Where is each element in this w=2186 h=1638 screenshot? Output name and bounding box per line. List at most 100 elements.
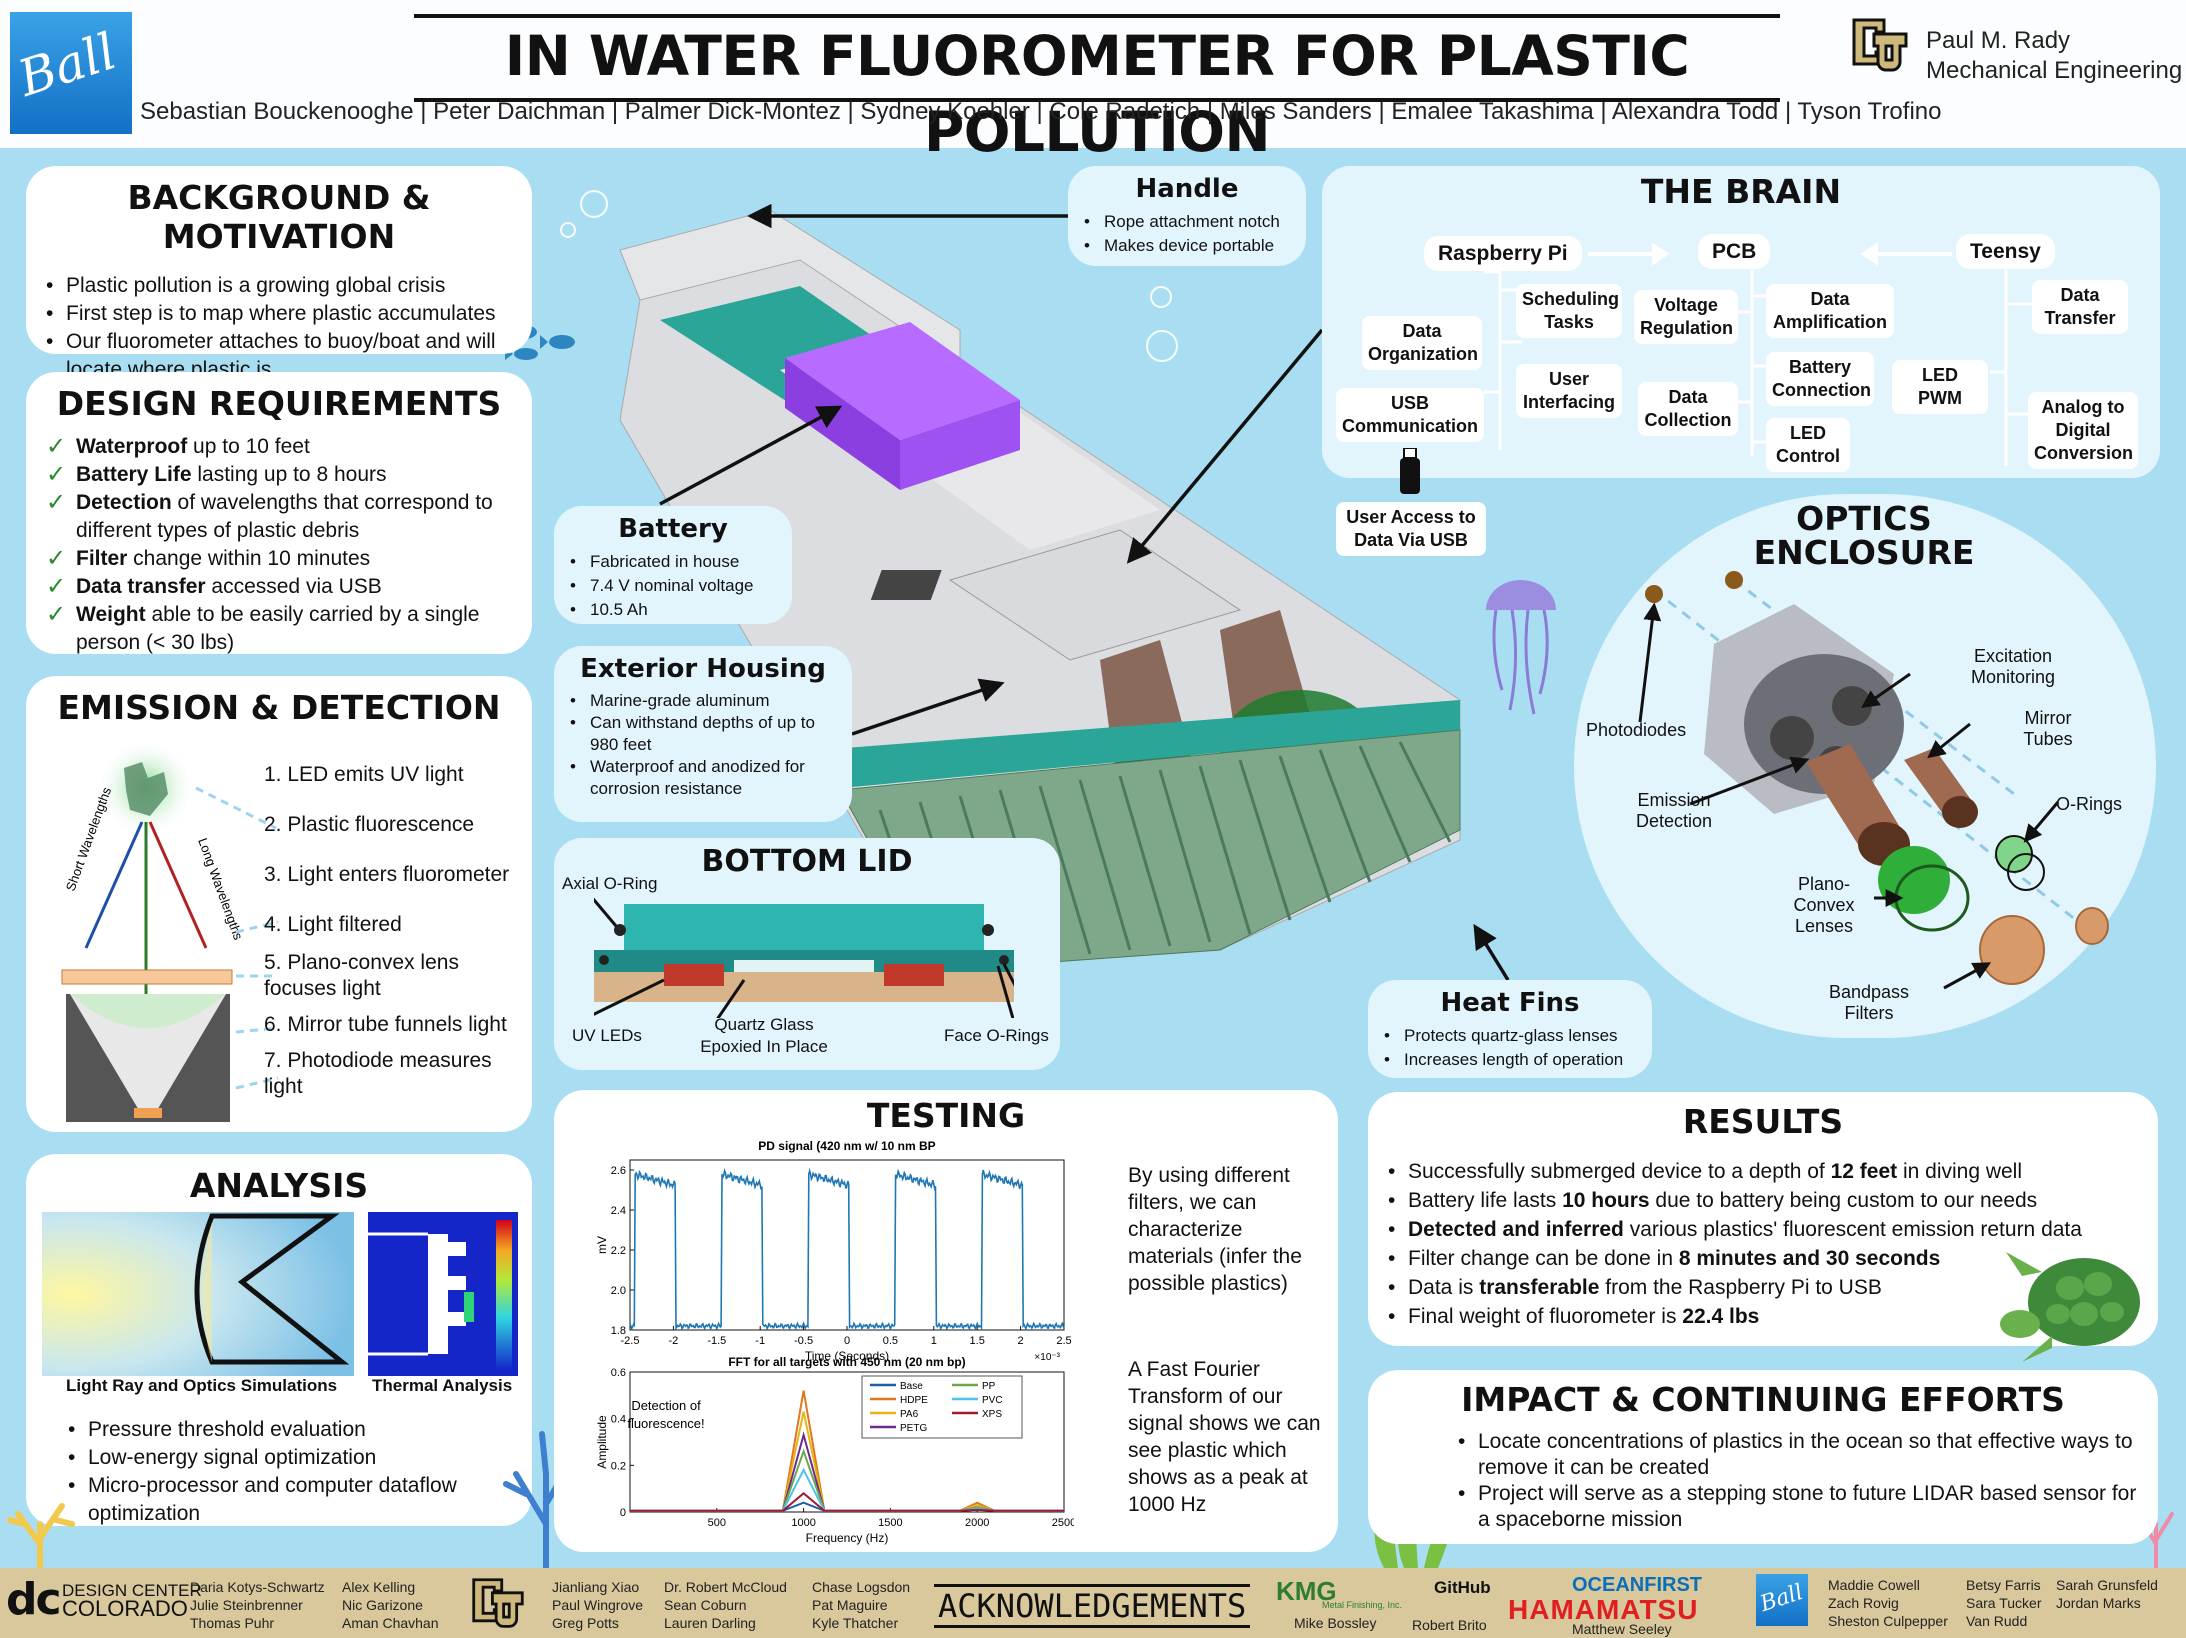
list-item: ✓Waterproof up to 10 feet: [46, 433, 310, 460]
acknowledgements-title: ACKNOWLEDGEMENTS: [934, 1584, 1251, 1628]
plot-frame: [629, 1371, 1065, 1513]
list-item: 10.5 Ah: [568, 598, 782, 622]
x-tick-label: -1: [755, 1335, 765, 1347]
optics-card: OPTICS ENCLOSURE Photodiodes Excitation …: [1574, 494, 2156, 1038]
list-item: Plastic pollution is a growing global cr…: [44, 272, 514, 300]
header: Ball IN WATER FLUOROMETER FOR PLASTIC PO…: [0, 0, 2186, 164]
y-tick-label: 0.6: [611, 1367, 626, 1379]
emission-card: EMISSION & DETECTION Short Wavelengths L…: [26, 676, 532, 1132]
series-line-pvc: [630, 1467, 1064, 1512]
legend-label: XPS: [982, 1409, 1002, 1420]
list-item: Increases length of operation: [1382, 1048, 1642, 1072]
results-list: Successfully submerged device to a depth…: [1386, 1157, 2138, 1331]
short-wavelengths-label: Short Wavelengths: [63, 785, 115, 893]
user-access-node: User Access to Data Via USB: [1336, 502, 1486, 556]
data-collection-node: Data Collection: [1638, 382, 1738, 436]
list-item: Data is transferable from the Raspberry …: [1386, 1273, 2138, 1302]
orings-label: O-Rings: [2056, 794, 2123, 814]
analysis-card: ANALYSIS Light Ray and Optics Simulation…: [26, 1154, 532, 1526]
ball-logo: Ball: [10, 12, 132, 134]
thermal-analysis-image: [368, 1212, 518, 1376]
y-tick-label: 2.2: [611, 1245, 626, 1257]
x-tick-label: -1.5: [707, 1335, 726, 1347]
list-item: Protects quartz-glass lenses: [1382, 1024, 1642, 1048]
check-icon: ✓: [46, 573, 67, 600]
led-control-node: LED Control: [1766, 418, 1850, 472]
design-center-logo: dc: [6, 1574, 62, 1625]
authors: Sebastian Bouckenooghe | Peter Daichman …: [140, 98, 1942, 125]
teensy-node: Teensy: [1956, 234, 2055, 269]
list-item: Final weight of fluorometer is 22.4 lbs: [1386, 1302, 2138, 1331]
quartz-glass-label: Quartz Glass Epoxied In Place: [700, 1015, 828, 1056]
excitation-label: Excitation Monitoring: [1970, 646, 2056, 687]
testing-title: TESTING: [866, 1096, 1026, 1135]
y-tick-label: 2.4: [611, 1205, 626, 1217]
legend-label: PA6: [900, 1409, 919, 1420]
raspberry-pi-node: Raspberry Pi: [1424, 236, 1582, 271]
impact-title: IMPACT & CONTINUING EFFORTS: [1461, 1380, 2065, 1419]
battery-card: Battery Fabricated in house 7.4 V nomina…: [554, 506, 792, 624]
list-item: Makes device portable: [1082, 234, 1296, 258]
list-item: 2. Plastic fluorescence: [264, 813, 475, 836]
check-icon: ✓: [46, 601, 67, 628]
oceanfirst-logo: OCEANFIRST: [1572, 1574, 1702, 1596]
analysis-title: ANALYSIS: [189, 1166, 369, 1205]
jellyfish-icon: [1486, 580, 1556, 715]
user-interfacing-node: User Interfacing: [1516, 364, 1622, 418]
legend-label: Base: [900, 1381, 923, 1392]
list-item: 6. Mirror tube funnels light: [264, 1013, 507, 1036]
x-tick-label: -0.5: [794, 1335, 813, 1347]
legend-label: PP: [982, 1381, 996, 1392]
heat-fins-title: Heat Fins: [1440, 988, 1580, 1018]
impact-list: Locate concentrations of plastics in the…: [1456, 1429, 2138, 1533]
list-item: ✓Battery Life lasting up to 8 hours: [46, 461, 387, 488]
x-tick-label: 2500: [1052, 1517, 1074, 1529]
y-axis-label: mV: [595, 1236, 609, 1254]
x-axis-exponent: ×10⁻³: [1034, 1352, 1060, 1363]
list-item: 5. Plano-convex lens focuses light: [264, 951, 459, 1000]
long-wavelengths-label: Long Wavelengths: [195, 836, 246, 942]
series-line-base: [630, 1501, 1064, 1512]
optics-title: OPTICS ENCLOSURE: [1753, 499, 1975, 572]
x-tick-label: -2.5: [621, 1335, 640, 1347]
list-item: ✓Detection of wavelengths that correspon…: [46, 489, 493, 542]
bottom-lid-card: BOTTOM LID Axial O-Ring UV LEDs Quartz G…: [554, 838, 1060, 1070]
results-card: RESULTS Successfully submerged device to…: [1368, 1092, 2158, 1346]
bottom-lid-title: BOTTOM LID: [701, 844, 913, 879]
background-card: BACKGROUND & MOTIVATION Plastic pollutio…: [26, 166, 532, 381]
design-center-text: DESIGN CENTER COLORADO: [62, 1581, 202, 1621]
testing-text-2: A Fast Fourier Transform of our signal s…: [1128, 1358, 1321, 1516]
pd-signal-line: [629, 1167, 1065, 1331]
testing-text-1: By using different filters, we can chara…: [1128, 1164, 1302, 1295]
series-line-pp: [630, 1448, 1064, 1512]
y-axis-label: Amplitude: [595, 1415, 609, 1469]
x-tick-label: 0.5: [883, 1335, 898, 1347]
list-item: Marine-grade aluminum: [568, 690, 842, 712]
usb-communication-node: USB Communication: [1336, 388, 1484, 442]
battery-title: Battery: [618, 514, 728, 544]
y-tick-label: 0.2: [611, 1460, 626, 1472]
x-tick-label: 1.5: [970, 1335, 985, 1347]
y-tick-label: 2.6: [611, 1165, 626, 1177]
brain-card: THE BRAIN Raspberry Pi PCB Teensy Data O…: [1322, 166, 2160, 478]
list-item: Can withstand depths of up to 980 feet: [568, 712, 842, 756]
check-icon: ✓: [46, 433, 67, 460]
department: Paul M. Rady Mechanical Engineering: [1926, 27, 2183, 84]
handle-card: Handle Rope attachment notch Makes devic…: [1068, 166, 1306, 266]
background-list: Plastic pollution is a growing global cr…: [44, 272, 514, 384]
list-item: 7. Photodiode measures light: [264, 1049, 492, 1098]
led-pwm-node: LED PWM: [1892, 360, 1988, 414]
scheduling-tasks-node: Scheduling Tasks: [1516, 284, 1622, 338]
series-line-petg: [630, 1431, 1064, 1512]
emission-detection-label: Emission Detection: [1635, 790, 1713, 831]
testing-card: TESTING PD signal (420 nm w/ 10 nm BP-2.…: [554, 1090, 1338, 1552]
bubble-icon: [1150, 286, 1172, 308]
usb-drive-icon: [1400, 448, 1420, 494]
list-item: Project will serve as a stepping stone t…: [1456, 1481, 2138, 1533]
uv-leds-label: UV LEDs: [572, 1026, 642, 1045]
impact-card: IMPACT & CONTINUING EFFORTS Locate conce…: [1368, 1370, 2158, 1544]
